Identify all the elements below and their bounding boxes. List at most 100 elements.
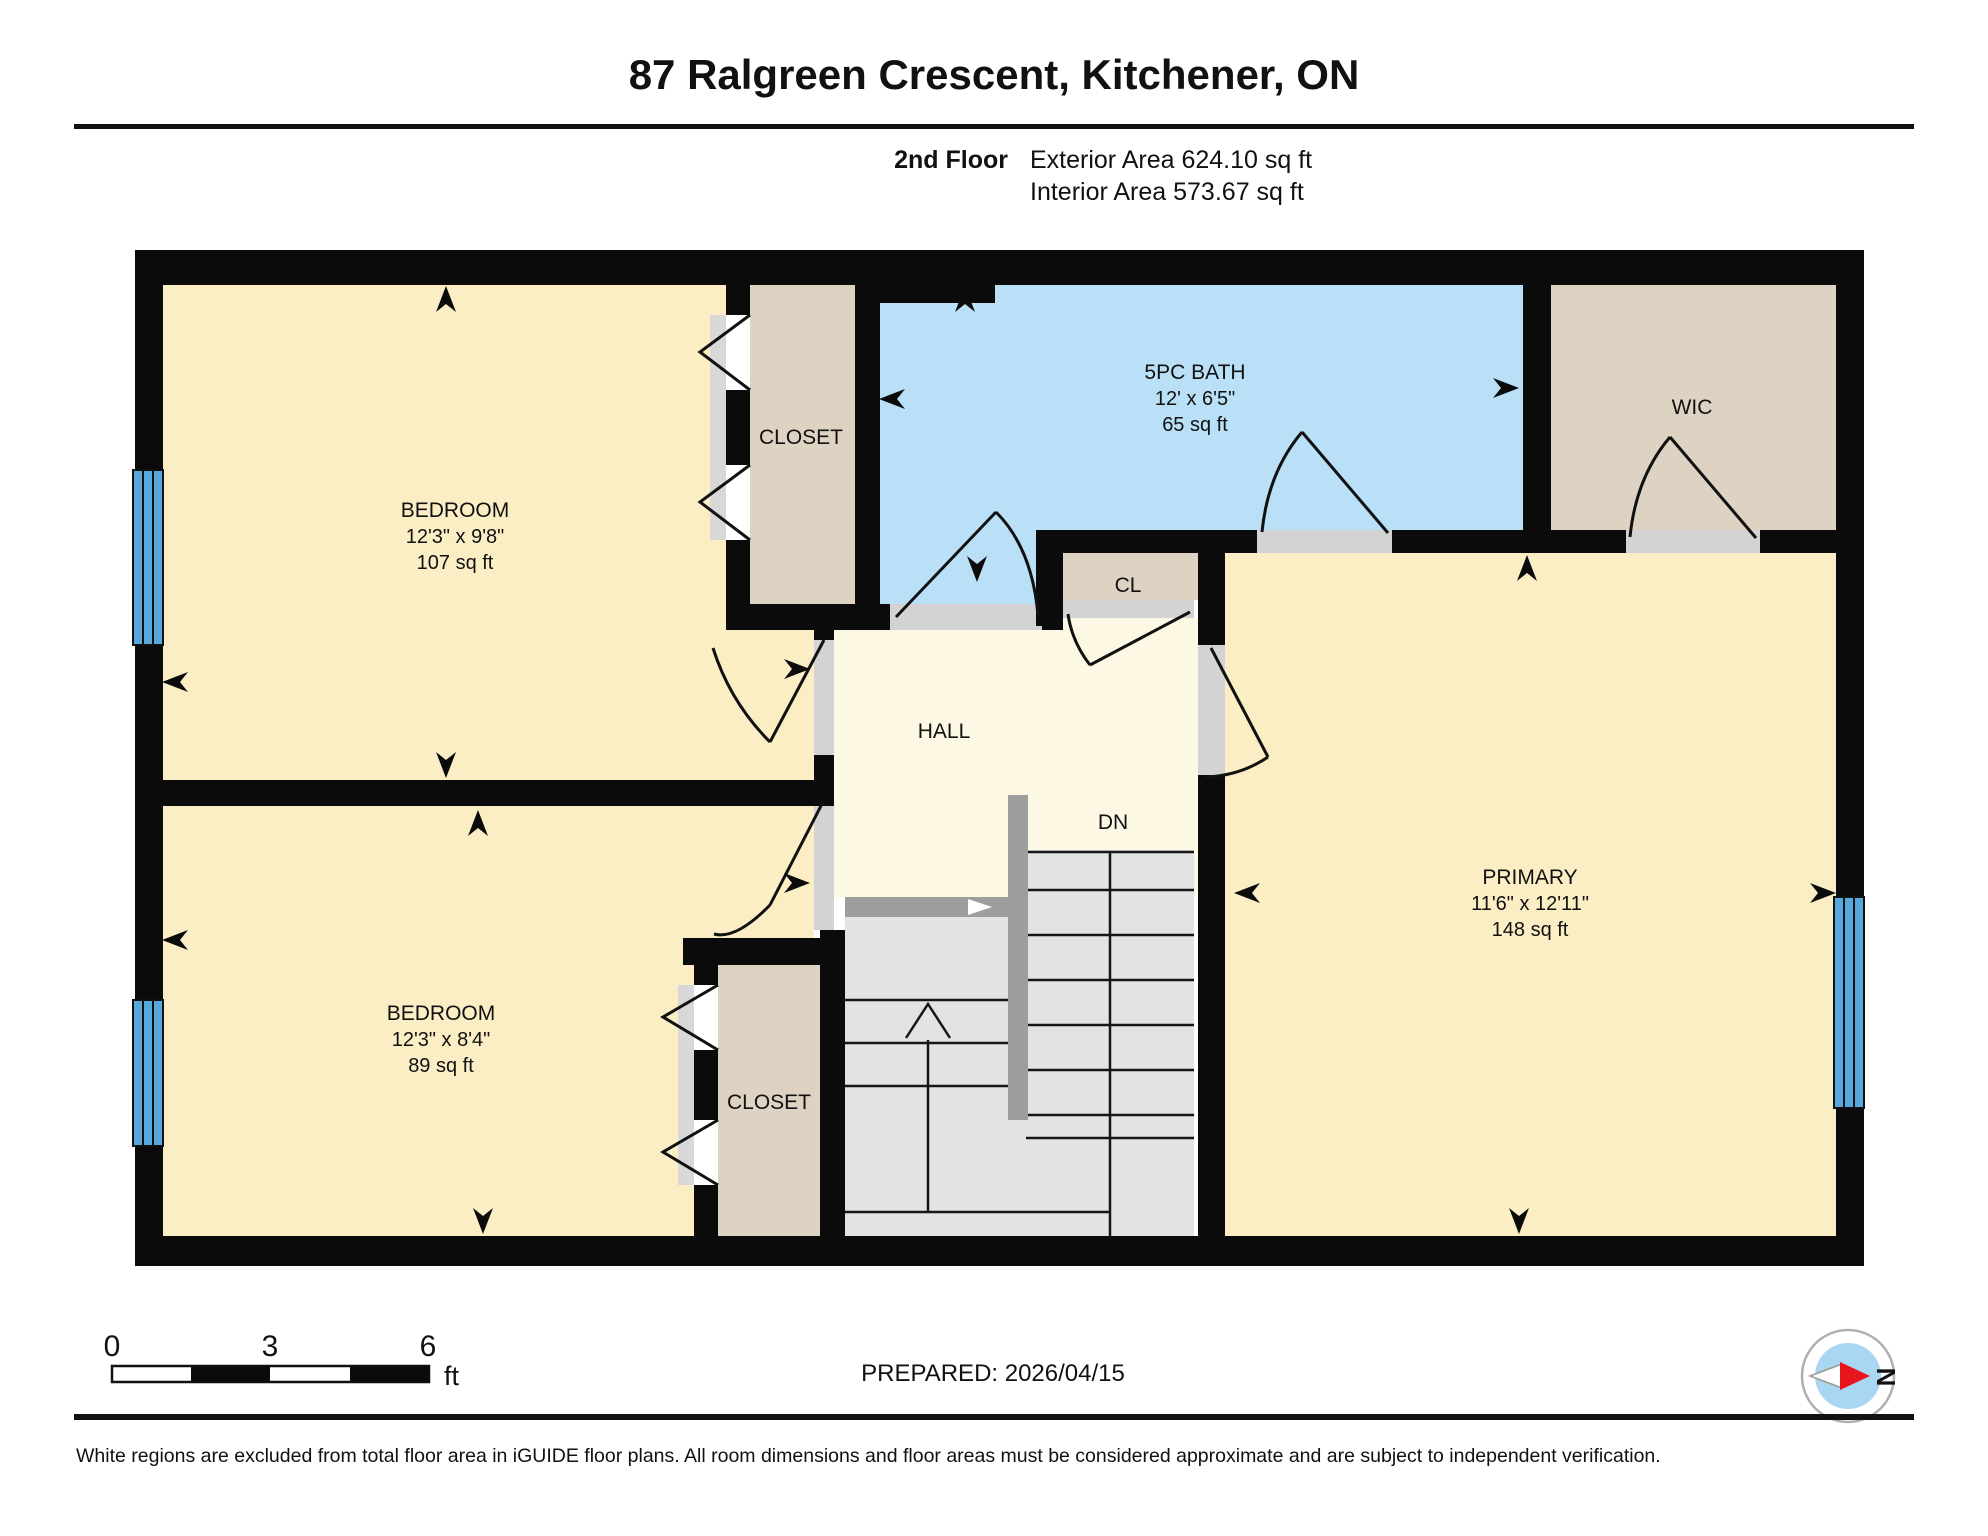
wall-wic-bottom — [1760, 530, 1864, 553]
stair-railing-vertical — [1008, 795, 1028, 1120]
bedroom2-name: BEDROOM — [387, 1002, 496, 1025]
bedroom2-dims: 12'3" x 8'4" — [392, 1029, 491, 1051]
primary-name: PRIMARY — [1482, 866, 1577, 889]
cl-door-opening — [1063, 600, 1194, 618]
arrow-hall-upper — [784, 659, 810, 679]
arrow-primary-top — [1517, 555, 1537, 581]
bedroom1-door — [711, 639, 826, 744]
header: 87 Ralgreen Crescent, Kitchener, ON 2nd … — [74, 51, 1914, 206]
wic-floor — [1551, 285, 1836, 530]
closet1-door-pocket — [710, 315, 726, 540]
bath-label: 5PC BATH 12' x 6'5" 65 sq ft — [1144, 361, 1245, 436]
scale-bar-segment-1 — [191, 1366, 270, 1382]
bedroom2-floor — [161, 806, 814, 1236]
bedroom1-dims: 12'3" x 9'8" — [406, 526, 505, 548]
bath-floor — [880, 285, 1523, 604]
wall-cl-left — [1036, 530, 1063, 626]
wic-name: WIC — [1672, 396, 1713, 419]
bath-primary-door — [1260, 431, 1390, 534]
wall-bedroom-divider — [135, 780, 834, 806]
scale-label-0: 0 — [104, 1330, 121, 1363]
scale-bar-segment-2 — [350, 1366, 429, 1382]
wall-hall-left-b — [814, 755, 834, 780]
arrow-bedroom1-left — [162, 672, 188, 692]
wall-stairs-left — [820, 930, 845, 1236]
scale-label-3: 3 — [262, 1330, 279, 1363]
bath-name: 5PC BATH — [1144, 361, 1245, 384]
bath-hall-door — [894, 510, 1040, 619]
bath-dims: 12' x 6'5" — [1155, 388, 1235, 410]
bedroom1-area: 107 sq ft — [417, 552, 494, 574]
footer-rule — [74, 1414, 1914, 1420]
arrow-bath-top — [955, 286, 975, 312]
wall-closet2-left-b — [694, 1050, 718, 1120]
arrow-bedroom2-left — [162, 930, 188, 950]
doors — [660, 313, 1758, 1187]
stairs-steps-left — [845, 998, 1008, 1088]
cl-door — [1066, 610, 1191, 667]
disclaimer-text: White regions are excluded from total fl… — [76, 1445, 1661, 1467]
scale-bar: 0 3 6 ft — [104, 1330, 460, 1391]
compass: N — [1800, 1328, 1901, 1424]
plan: BEDROOM 12'3" x 9'8" 107 sq ft CLOSET 5P… — [132, 250, 1865, 1266]
bedroom1-door-opening — [814, 640, 834, 755]
wall-bath-bottom-a — [855, 604, 890, 630]
room-labels: BEDROOM 12'3" x 9'8" 107 sq ft CLOSET 5P… — [387, 361, 1713, 1114]
closet1-bifold-door-lower — [697, 463, 751, 542]
stairs-up-arrow-icon — [904, 1001, 952, 1212]
primary-dims: 11'6" x 12'11" — [1471, 893, 1589, 915]
closet1-name: CLOSET — [759, 426, 843, 449]
stair-railing-horizontal — [845, 897, 1008, 917]
wall-closet2-left-c — [694, 1185, 718, 1236]
scale-unit: ft — [444, 1361, 460, 1391]
railing-end-notch — [968, 899, 992, 915]
cl-name: CL — [1115, 574, 1142, 597]
arrow-primary-right — [1810, 883, 1836, 903]
cl-floor — [1063, 550, 1198, 600]
exterior-area-label: Exterior Area 624.10 sq ft — [1030, 146, 1312, 174]
closet2-bifold-door-lower — [660, 1118, 719, 1187]
wall-bath-bottom-right-b — [1392, 530, 1626, 553]
bedroom2-area: 89 sq ft — [408, 1055, 474, 1077]
stairs-dn-label: DN — [1098, 811, 1128, 834]
arrow-primary-bottom — [1509, 1208, 1529, 1234]
wall-outer-right-2 — [1836, 1108, 1864, 1266]
windows — [132, 469, 1865, 1147]
room-fills — [161, 285, 1836, 1236]
wall-outer-bottom — [135, 1236, 1864, 1266]
primary-label: PRIMARY 11'6" x 12'11" 148 sq ft — [1471, 866, 1589, 941]
wall-outer-left-1 — [135, 250, 163, 470]
stairs-floor — [845, 850, 1194, 1236]
arrow-bedroom1-bottom — [436, 752, 456, 778]
header-rule — [74, 124, 1914, 129]
arrow-bath-left — [879, 389, 905, 409]
bath-hall-door-opening — [890, 604, 1042, 630]
bedroom1-floor — [161, 285, 814, 780]
bedroom2-door — [713, 799, 826, 937]
window-bedroom1 — [132, 469, 164, 646]
bedroom1-label: BEDROOM 12'3" x 9'8" 107 sq ft — [401, 499, 510, 574]
measure-arrows — [162, 286, 1836, 1234]
wall-closet1-bottom — [726, 604, 855, 630]
arrow-bedroom2-bottom — [473, 1208, 493, 1234]
walls — [135, 250, 1864, 1266]
arrow-bath-door — [967, 556, 987, 582]
floor-label: 2nd Floor — [894, 146, 1008, 174]
hall-name: HALL — [918, 720, 971, 743]
closet1-floor — [750, 285, 855, 604]
wic-door — [1628, 436, 1758, 539]
bath-primary-door-opening — [1257, 530, 1392, 553]
window-bedroom2 — [132, 999, 164, 1147]
compass-needle-north-icon — [1840, 1362, 1870, 1390]
bedroom2-door-opening — [814, 806, 834, 930]
stairs — [845, 795, 1194, 1236]
closet2-door-pocket — [678, 985, 694, 1185]
bedroom1-name: BEDROOM — [401, 499, 510, 522]
page-title: 87 Ralgreen Crescent, Kitchener, ON — [629, 51, 1360, 98]
wall-bath-notch — [855, 285, 995, 303]
interior-area-label: Interior Area 573.67 sq ft — [1030, 178, 1304, 206]
wic-door-opening — [1626, 530, 1760, 553]
door-openings — [678, 315, 1760, 1185]
closet2-bifold-door-upper — [660, 983, 719, 1052]
